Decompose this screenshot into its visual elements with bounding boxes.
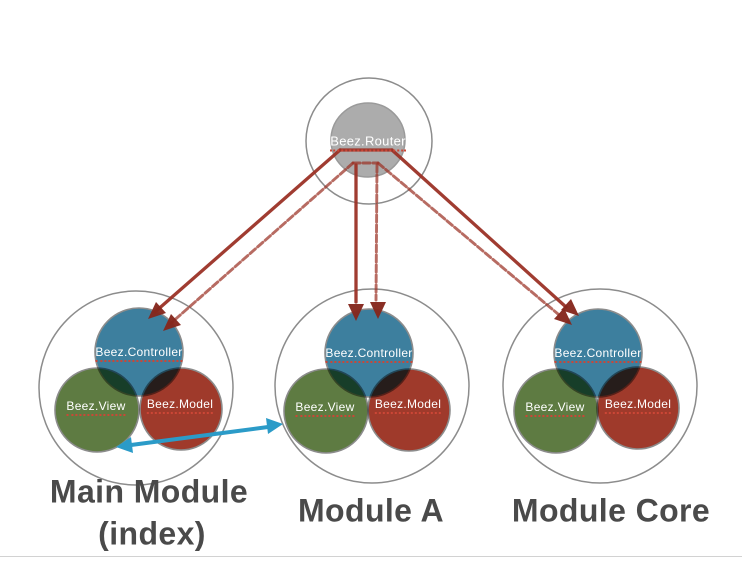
router-to-main-arrowhead-2 (163, 314, 181, 331)
router-to-core-arrow-line-inner (376, 161, 560, 316)
module-core-outer-circle (502, 288, 698, 484)
router-to-core-arrowhead-1 (561, 299, 579, 316)
module-a-model-label: Beez.Model (374, 397, 442, 414)
router-to-module-a-arrowhead-2 (370, 302, 386, 319)
router-circle (330, 102, 406, 178)
router-to-module-a-line-right (374, 163, 379, 302)
view-link-arrowhead-left (116, 437, 133, 453)
router-to-core-arrow-line-outer (390, 148, 568, 309)
main-module-model-circle (139, 367, 223, 451)
module-core-controller-label: Beez.Controller (554, 346, 642, 363)
router-to-core-arrowhead-2 (554, 308, 572, 325)
module-a-outer-circle (274, 288, 470, 484)
router-outer-circle (305, 77, 433, 205)
view-link-arrowhead-right (266, 418, 283, 434)
main-module-view-circle (54, 367, 140, 453)
module-core-model-label: Beez.Model (604, 397, 672, 414)
module-core-model-circle (596, 366, 680, 450)
module-core-title: Module Core (511, 492, 711, 529)
router-label: Beez.Router (330, 133, 406, 152)
main-module-model-label: Beez.Model (146, 397, 214, 414)
module-a-controller-label: Beez.Controller (325, 346, 413, 363)
main-module-view-label: Beez.View (66, 399, 126, 416)
module-a-model-circle (367, 368, 451, 452)
main-module-outer-circle (38, 290, 234, 486)
router-to-module-a-arrowhead-1 (348, 304, 364, 321)
main-module-title-line2: (index) (98, 515, 206, 552)
router-label-text: Beez.Router (330, 133, 406, 152)
view-link-arrow-line (129, 425, 270, 447)
bottom-divider-line (0, 556, 742, 557)
router-to-main-arrowhead-1 (148, 302, 166, 319)
main-module-controller-label: Beez.Controller (95, 345, 183, 362)
main-module-title-line1: Main Module (49, 473, 249, 510)
module-a-view-label: Beez.View (295, 400, 355, 417)
module-core-view-label: Beez.View (525, 400, 585, 417)
router-to-main-arrow-line-inner (168, 161, 355, 326)
module-a-title: Module A (298, 492, 444, 529)
router-to-main-arrow-line-outer (153, 148, 342, 314)
